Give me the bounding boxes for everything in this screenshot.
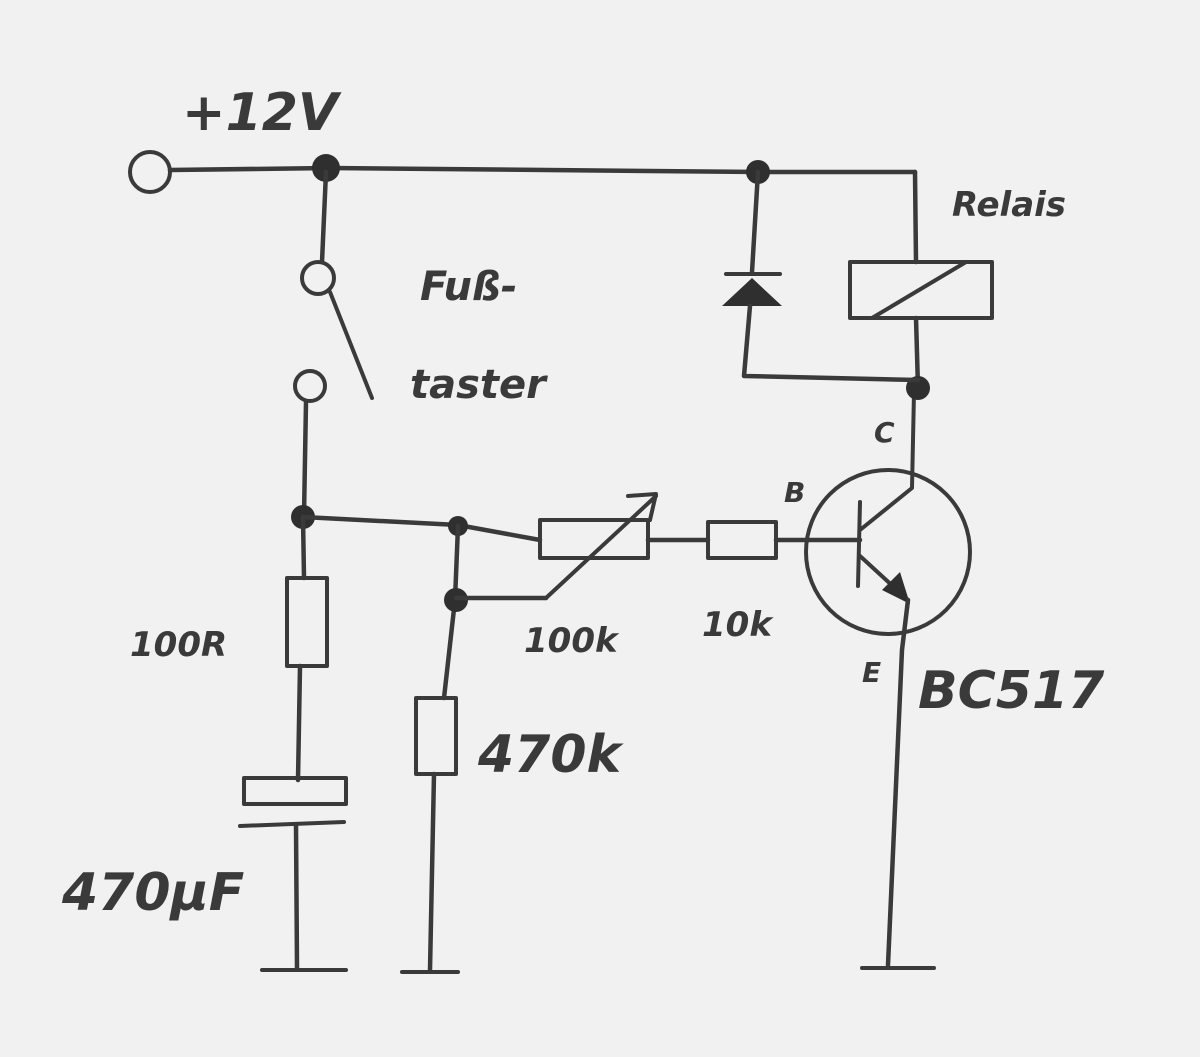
relay-label: Relais — [952, 185, 1066, 225]
transistor-label: BC517 — [918, 661, 1105, 721]
node-wire — [300, 514, 543, 543]
pin-c-label: C — [874, 416, 895, 449]
pot-label: 100k — [524, 621, 620, 661]
transistor-bc517-body — [804, 468, 972, 636]
capacitor-470uf-plate-top — [242, 776, 348, 806]
switch-upper-lead — [319, 169, 329, 265]
emitter-lead — [885, 597, 911, 968]
relay-upper-lead — [912, 169, 919, 265]
transistor-emitter-arrow — [882, 572, 910, 604]
relay-coil — [848, 260, 994, 320]
capacitor-470uf-plate-bottom — [238, 820, 346, 828]
r100-upper-lead — [300, 514, 307, 581]
switch-label-line2: taster — [410, 362, 548, 408]
relay-coil-slash — [870, 260, 968, 320]
diode-return-wire — [741, 303, 921, 383]
diode-anode-triangle — [722, 278, 782, 306]
pin-e-label: E — [862, 656, 881, 689]
diode-upper-lead — [749, 169, 761, 275]
switch-contact-top — [300, 260, 336, 296]
r100-label: 100R — [130, 625, 227, 665]
cap-lower-lead — [293, 823, 300, 971]
transistor-collector — [858, 390, 916, 532]
resistor-470k — [414, 696, 458, 776]
r470k-lower-lead — [427, 771, 437, 973]
switch-label-line1: Fuß- — [420, 264, 517, 310]
resistor-10k — [706, 520, 778, 560]
switch-lever — [328, 290, 374, 400]
supply-label: +12V — [182, 83, 342, 143]
r10k-label: 10k — [702, 605, 774, 645]
pot-arrow-head — [626, 492, 658, 522]
switch-lower-lead — [301, 399, 309, 519]
resistor-100r — [285, 576, 329, 668]
pin-b-label: B — [784, 476, 805, 509]
r470k-label: 470k — [477, 725, 625, 785]
pot-adjust-arrow — [544, 494, 658, 600]
junction-supply-left — [312, 154, 340, 182]
r100-lower-lead — [295, 663, 303, 783]
transistor-base-bar — [856, 500, 862, 588]
cap-label: 470µF — [61, 863, 244, 923]
r470k-upper-lead — [441, 523, 461, 701]
supply-terminal — [128, 150, 172, 194]
switch-contact-bottom — [293, 369, 327, 403]
supply-rail-wire — [167, 165, 918, 175]
